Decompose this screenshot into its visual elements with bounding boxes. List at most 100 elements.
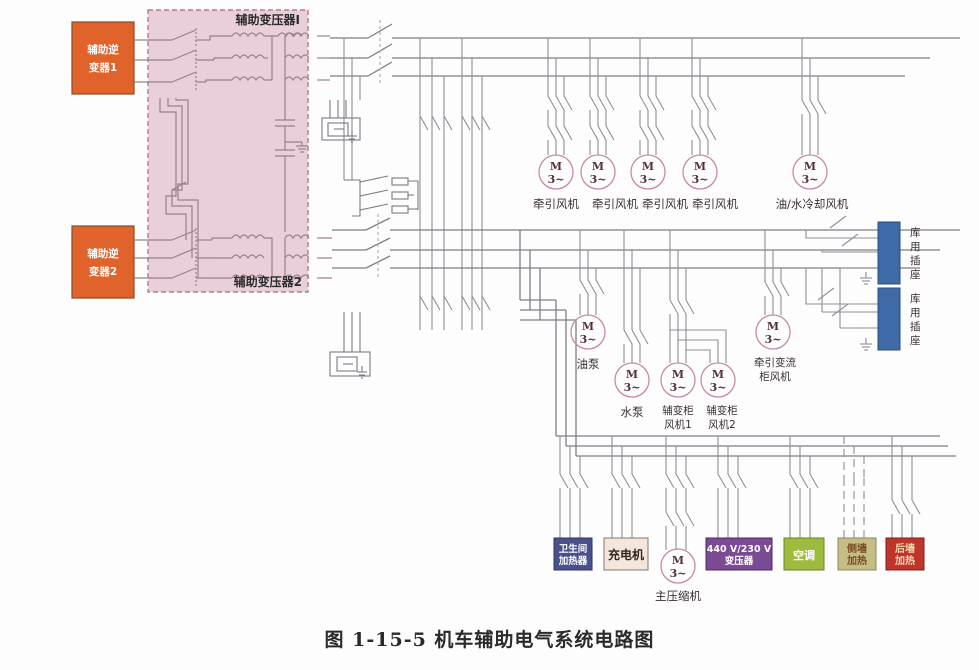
- motor-m-oilpump-phase: 3~: [580, 333, 597, 346]
- inverter-2-label-2: 变器2: [89, 265, 117, 278]
- load-ld-charger: 充电机: [603, 537, 649, 571]
- motor-m-convfan-phase: 3~: [765, 333, 782, 346]
- motor-m-tf1-phase: 3~: [548, 173, 565, 186]
- inverter-1-label-1: 辅助逆: [87, 43, 119, 56]
- socket-2-label-c3: 插: [910, 320, 921, 333]
- motor-m-tf3-sym: M: [642, 160, 654, 173]
- motor-m-auxfan2-label-1: 辅变柜: [706, 404, 738, 417]
- motor-m-compressor-sym: M: [672, 554, 684, 567]
- motor-m-waterpump-phase: 3~: [624, 381, 641, 394]
- socket-2-label-c2: 用: [910, 307, 921, 319]
- load-ld-ac-label-1: 空调: [793, 548, 815, 562]
- transformer-1-title: 辅助变压器I: [236, 12, 300, 27]
- motor-m-tf3-label: 牵引风机: [642, 197, 688, 211]
- motor-m-convfan-label-1: 牵引变流: [754, 356, 796, 369]
- inverter-1-label-2: 变器1: [89, 61, 117, 74]
- motor-m-oilpump: M 3~ 油泵: [570, 314, 606, 371]
- inverter-2: 辅助逆 变器2: [71, 225, 135, 299]
- ground-symbol-1: [296, 142, 308, 153]
- motor-m-compressor-label: 主压缩机: [655, 589, 701, 603]
- motor-m-convfan: M 3~ 牵引变流 柜风机: [754, 314, 796, 383]
- motor-m-tf1-sym: M: [550, 160, 562, 173]
- control-box-upper: [321, 100, 361, 143]
- bottom-load-drops: [559, 436, 921, 550]
- transformer-2-secondary-windings: [284, 234, 332, 280]
- motor-m-compressor: M 3~ 主压缩机: [655, 548, 701, 603]
- motor-m-oilwater-label: 油/水冷却风机: [776, 197, 849, 211]
- left-feeder-breakers: [419, 115, 491, 311]
- load-ld-sidewall-label-2: 加热: [846, 554, 867, 567]
- transformer-2-title: 辅助变压器2: [234, 274, 302, 289]
- motor-m-tf2-label: 牵引风机: [592, 197, 638, 211]
- motor-m-oilwater-phase: 3~: [802, 173, 819, 186]
- top-bus-group: [330, 20, 960, 86]
- load-ld-wc-label-1: 卫生间: [559, 543, 588, 555]
- load-ld-wc-label-2: 加热器: [558, 555, 588, 567]
- motor-m-oilpump-sym: M: [582, 320, 594, 333]
- motor-m-tf2-phase: 3~: [590, 173, 607, 186]
- motor-m-tf3: M 3~ 牵引风机: [630, 154, 688, 211]
- load-ld-440-label-1: 440 V/230 V: [707, 544, 772, 555]
- inverter-1-leads: [134, 28, 232, 90]
- transformer-2-primary-windings: [231, 234, 273, 280]
- socket-2: 库 用 插 座: [877, 287, 921, 351]
- mid-bus-drops: [579, 230, 790, 363]
- socket-feeders: [805, 215, 878, 351]
- control-box-lower: [329, 312, 371, 379]
- load-ld-wc: 卫生间 加热器: [553, 537, 593, 571]
- socket-1-label-c3: 插: [910, 254, 921, 267]
- motor-m-auxfan1-label-1: 辅变柜: [662, 404, 694, 417]
- load-ld-sidewall: 侧墙 加热: [837, 537, 877, 571]
- motor-m-waterpump-sym: M: [626, 368, 638, 381]
- load-ld-rearwall: 后墙 加热: [885, 537, 925, 571]
- load-ld-440: 440 V/230 V 变压器: [705, 537, 773, 571]
- motor-m-tf1: M 3~ 牵引风机: [533, 154, 579, 211]
- motor-m-waterpump-label: 水泵: [621, 405, 644, 419]
- contactor-block-left: [344, 175, 419, 217]
- motor-m-auxfan1-sym: M: [672, 368, 684, 381]
- motor-m-tf2: M 3~ 牵引风机: [580, 154, 638, 211]
- motor-m-convfan-label-2: 柜风机: [759, 370, 791, 383]
- figure-caption: 图 1-15-5 机车辅助电气系统电路图: [324, 629, 655, 651]
- motor-m-oilwater-sym: M: [804, 160, 816, 173]
- load-ld-rearwall-label-2: 加热: [894, 554, 915, 567]
- motor-m-auxfan2-label-2: 风机2: [708, 418, 736, 431]
- load-ld-ac: 空调: [783, 537, 825, 571]
- load-ld-charger-label-1: 充电机: [608, 547, 644, 562]
- socket-1-label-c2: 用: [910, 241, 921, 253]
- inverter-1: 辅助逆 变器1: [71, 21, 135, 95]
- motor-m-tf4-label: 牵引风机: [692, 197, 738, 211]
- dc-link-capacitors: [275, 80, 302, 232]
- motor-m-auxfan2-phase: 3~: [710, 381, 727, 394]
- left-vertical-feeders: [343, 38, 483, 330]
- motor-m-waterpump: M 3~ 水泵: [614, 362, 650, 419]
- mid-bus-group: [332, 214, 960, 278]
- motor-m-auxfan1-label-2: 风机1: [664, 418, 692, 431]
- motor-m-oilpump-label: 油泵: [577, 357, 600, 371]
- motor-m-auxfan1-phase: 3~: [670, 381, 687, 394]
- transformer-1-secondary-windings: [272, 32, 330, 82]
- motor-m-convfan-sym: M: [767, 320, 779, 333]
- top-bus-drops: [547, 38, 827, 155]
- socket-2-label-c4: 座: [910, 334, 921, 347]
- socket-2-label-c1: 库: [910, 292, 921, 305]
- bottom-bus-group: [519, 230, 956, 457]
- load-ld-440-label-2: 变压器: [725, 555, 754, 567]
- transformer-1-primary-windings: [231, 32, 273, 82]
- motor-m-tf4: M 3~ 牵引风机: [682, 154, 738, 211]
- motor-m-oilwater: M 3~ 油/水冷却风机: [776, 154, 849, 211]
- motor-m-tf4-phase: 3~: [692, 173, 709, 186]
- load-ld-rearwall-label-1: 后墙: [895, 542, 915, 555]
- zone-cross-links: [159, 98, 199, 278]
- socket-1-label-c1: 库: [910, 226, 921, 239]
- transformer-zone: [147, 9, 309, 293]
- motor-m-tf4-sym: M: [694, 160, 706, 173]
- motor-m-auxfan1: M 3~ 辅变柜 风机1: [660, 362, 696, 431]
- motor-m-tf2-sym: M: [592, 160, 604, 173]
- motor-m-tf3-phase: 3~: [640, 173, 657, 186]
- socket-1-label-c4: 座: [910, 268, 921, 281]
- load-ld-sidewall-label-1: 侧墙: [847, 542, 867, 555]
- motor-m-tf1-label: 牵引风机: [533, 197, 579, 211]
- motor-m-auxfan2-sym: M: [712, 368, 724, 381]
